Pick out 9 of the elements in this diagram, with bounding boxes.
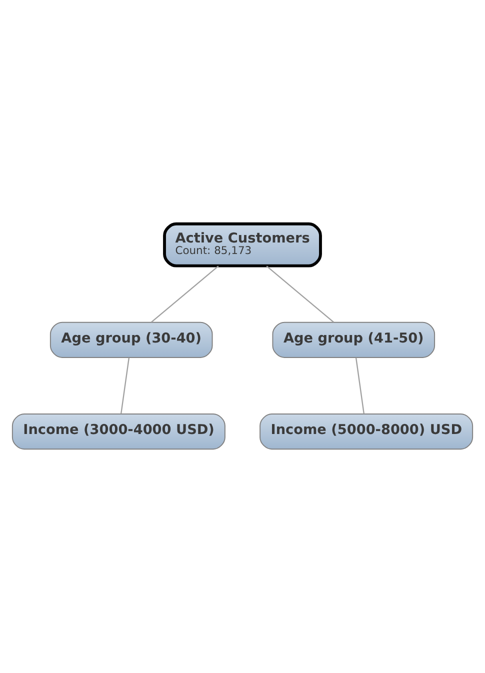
connector (266, 266, 334, 323)
connector (120, 358, 130, 414)
connector (150, 266, 219, 323)
node-box: Income (5000-8000) USD (260, 414, 474, 450)
node-box: Income (3000-4000 USD) (12, 414, 226, 450)
node-box: Active Customers Count: 85,173 (163, 222, 322, 268)
node-box: Age group (41-50) (272, 322, 436, 358)
node-box: Age group (30-40) (50, 322, 213, 358)
connector (355, 358, 365, 414)
